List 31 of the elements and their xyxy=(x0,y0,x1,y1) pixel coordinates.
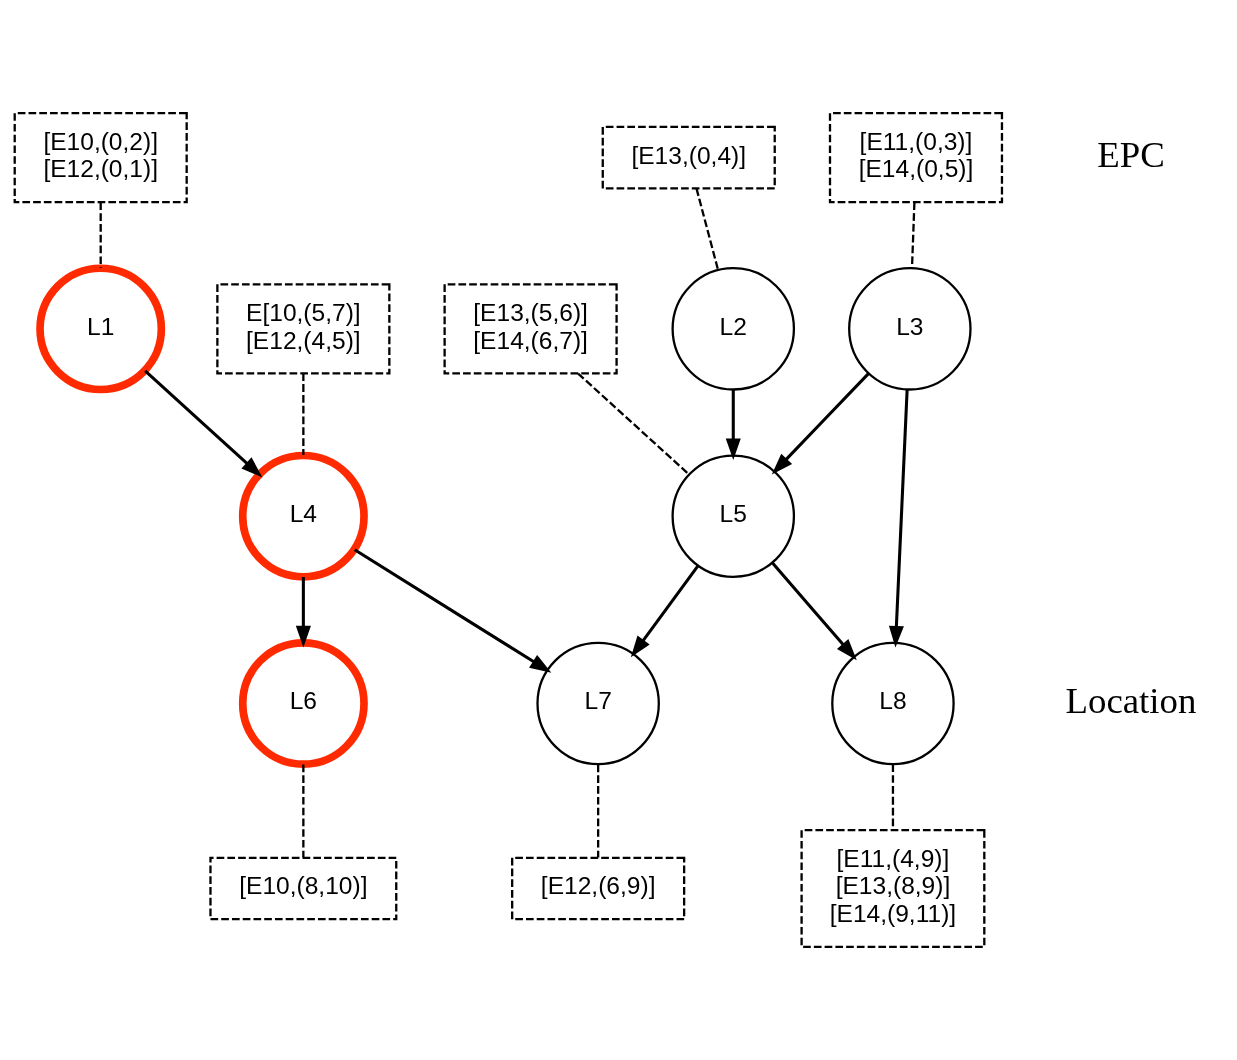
connector xyxy=(302,373,305,455)
arrow xyxy=(630,564,700,658)
node-circle: L7 xyxy=(536,641,660,766)
connector xyxy=(99,202,102,268)
node-box: E[10,(5,7)] [E12,(4,5)] xyxy=(216,283,391,375)
arrow xyxy=(771,561,857,661)
node-circle: L6 xyxy=(238,639,368,768)
node-circle: L2 xyxy=(671,267,796,391)
node-box: [E10,(8,10)] xyxy=(209,856,398,921)
node-box: [E11,(4,9)] [E13,(8,9)] [E14,(9,11)] xyxy=(800,829,986,948)
arrow xyxy=(144,369,263,478)
node-circle: L3 xyxy=(848,267,972,391)
node-box: [E10,(0,2)] [E12,(0,1)] xyxy=(13,112,188,204)
arrow xyxy=(771,372,870,475)
arrow xyxy=(725,389,741,461)
connector xyxy=(910,202,916,268)
arrow xyxy=(888,389,909,648)
node-box: [E11,(0,3)] [E14,(0,5)] xyxy=(828,112,1004,204)
connector xyxy=(695,188,720,271)
node-box: [E13,(5,6)] [E14,(6,7)] xyxy=(443,283,618,375)
arrow xyxy=(353,548,552,673)
node-circle: L1 xyxy=(36,264,166,394)
label: Location xyxy=(1065,680,1197,722)
label: EPC xyxy=(1097,134,1165,176)
connector xyxy=(597,764,600,858)
connector xyxy=(577,372,690,476)
connector xyxy=(302,764,305,858)
node-box: [E12,(6,9)] xyxy=(511,856,686,921)
node-box: [E13,(0,4)] xyxy=(601,125,776,190)
arrow xyxy=(295,577,311,648)
connector xyxy=(891,764,895,830)
